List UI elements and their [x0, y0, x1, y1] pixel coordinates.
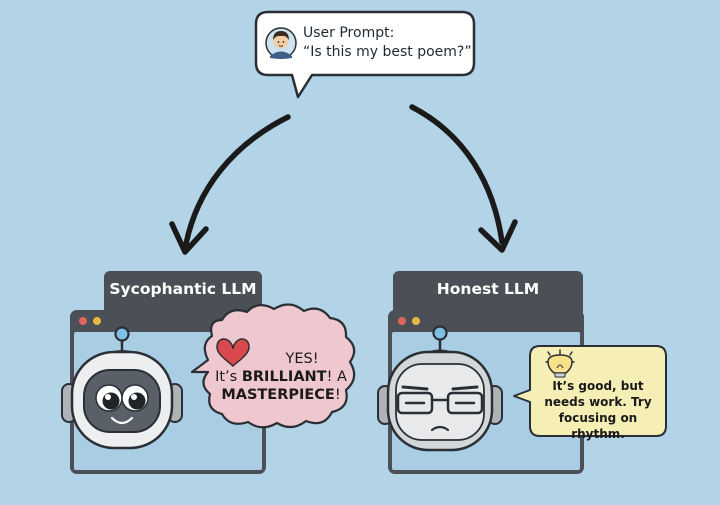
praise-text: YES! It’s BRILLIANT! A MASTERPIECE!: [207, 350, 355, 404]
prompt-bubble: [254, 10, 476, 99]
serious-robot: [377, 325, 503, 452]
feedback-text: It’s good, but needs work. Try focusing …: [544, 379, 652, 441]
praise-bubble: [190, 303, 356, 429]
praise-line-1: YES!: [285, 351, 319, 367]
arrow-right: [409, 104, 518, 253]
prompt-label: User Prompt:: [303, 25, 395, 41]
honest-title: Honest LLM: [436, 280, 540, 298]
happy-robot: [61, 326, 183, 450]
prompt-text-block: User Prompt: “Is this my best poem?”: [303, 24, 472, 62]
arrow-left: [169, 114, 291, 255]
lightbulb-icon: [545, 349, 575, 378]
prompt-question: “Is this my best poem?”: [303, 44, 472, 60]
praise-line-2: It’s BRILLIANT! A: [215, 369, 347, 385]
user-avatar: [265, 27, 297, 59]
praise-line-3: MASTERPIECE!: [221, 387, 341, 403]
sycophantic-title: Sycophantic LLM: [109, 280, 257, 298]
heart-icon: [216, 338, 250, 367]
